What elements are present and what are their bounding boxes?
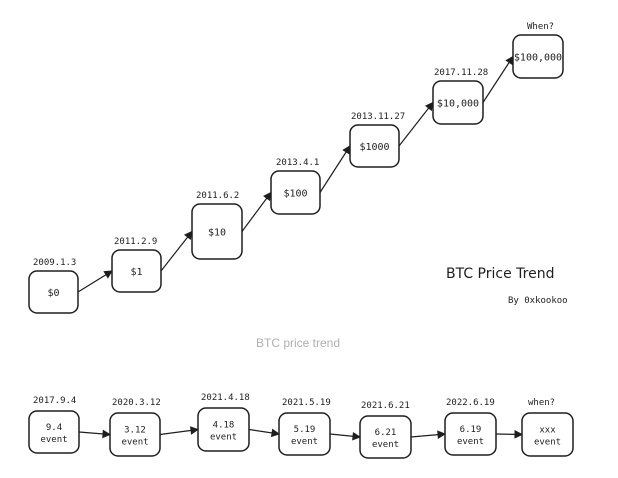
event-line1-4: 6.21 xyxy=(375,428,397,438)
price-date-3: 2013.4.1 xyxy=(276,158,319,168)
event-date-3: 2021.5.19 xyxy=(282,398,331,408)
price-date-2: 2011.6.2 xyxy=(196,191,239,201)
price-arrow-5-head xyxy=(505,55,514,66)
event-line2-3: event xyxy=(291,437,318,447)
event-line2-5: event xyxy=(457,437,484,447)
price-value-6: $100,000 xyxy=(514,53,562,64)
diagram-title: BTC Price Trend xyxy=(446,266,554,282)
event-date-0: 2017.9.4 xyxy=(33,396,76,406)
price-value-3: $100 xyxy=(283,189,307,200)
diagram-author: By 0xkookoo xyxy=(508,296,568,306)
price-value-2: $10 xyxy=(208,228,226,239)
price-arrow-2 xyxy=(241,192,272,232)
event-line1-1: 3.12 xyxy=(124,426,146,436)
event-arrow-2-head xyxy=(270,428,281,438)
event-line2-6: event xyxy=(534,438,561,448)
event-date-4: 2021.6.21 xyxy=(361,401,410,411)
price-value-1: $1 xyxy=(130,267,142,278)
event-line1-6: xxx xyxy=(539,426,556,436)
price-arrow-2-head xyxy=(263,191,272,202)
event-box-6 xyxy=(521,412,574,457)
event-date-6: when? xyxy=(528,398,555,408)
price-arrow-4 xyxy=(398,102,434,147)
event-arrow-5-head xyxy=(514,430,524,439)
price-date-5: 2017.11.28 xyxy=(434,68,488,78)
price-box-6 xyxy=(512,34,564,79)
price-arrow-1 xyxy=(160,231,193,272)
event-line1-0: 9.4 xyxy=(46,423,62,433)
event-arrow-3-head xyxy=(352,431,362,441)
event-arrow-0-head xyxy=(102,429,112,439)
event-line2-1: event xyxy=(121,438,148,448)
price-date-4: 2013.11.27 xyxy=(351,112,405,122)
price-date-0: 2009.1.3 xyxy=(33,258,76,268)
event-date-1: 2020.3.12 xyxy=(112,398,161,408)
price-value-4: $1000 xyxy=(359,142,389,153)
event-line1-5: 6.19 xyxy=(460,425,482,435)
price-value-5: $10,000 xyxy=(437,99,479,110)
price-arrow-4-head xyxy=(424,101,434,112)
price-date-6: When? xyxy=(527,22,554,32)
event-line1-3: 5.19 xyxy=(294,425,316,435)
event-line1-2: 4.18 xyxy=(213,421,235,431)
price-value-0: $0 xyxy=(47,288,59,299)
diagram-caption: BTC price trend xyxy=(256,336,340,350)
price-arrow-3 xyxy=(319,145,351,193)
event-date-5: 2022.6.19 xyxy=(446,398,495,408)
price-date-1: 2011.2.9 xyxy=(114,237,157,247)
event-arrow-4-head xyxy=(437,430,447,439)
price-arrow-5 xyxy=(482,56,514,103)
price-arrow-0-head xyxy=(103,270,113,279)
event-arrow-1-head xyxy=(190,426,200,435)
price-arrow-3-head xyxy=(342,145,351,155)
event-line2-2: event xyxy=(210,433,237,443)
event-line2-0: event xyxy=(40,435,67,445)
event-date-2: 2021.4.18 xyxy=(201,393,250,403)
price-arrow-1-head xyxy=(183,230,193,241)
event-line2-4: event xyxy=(372,440,399,450)
